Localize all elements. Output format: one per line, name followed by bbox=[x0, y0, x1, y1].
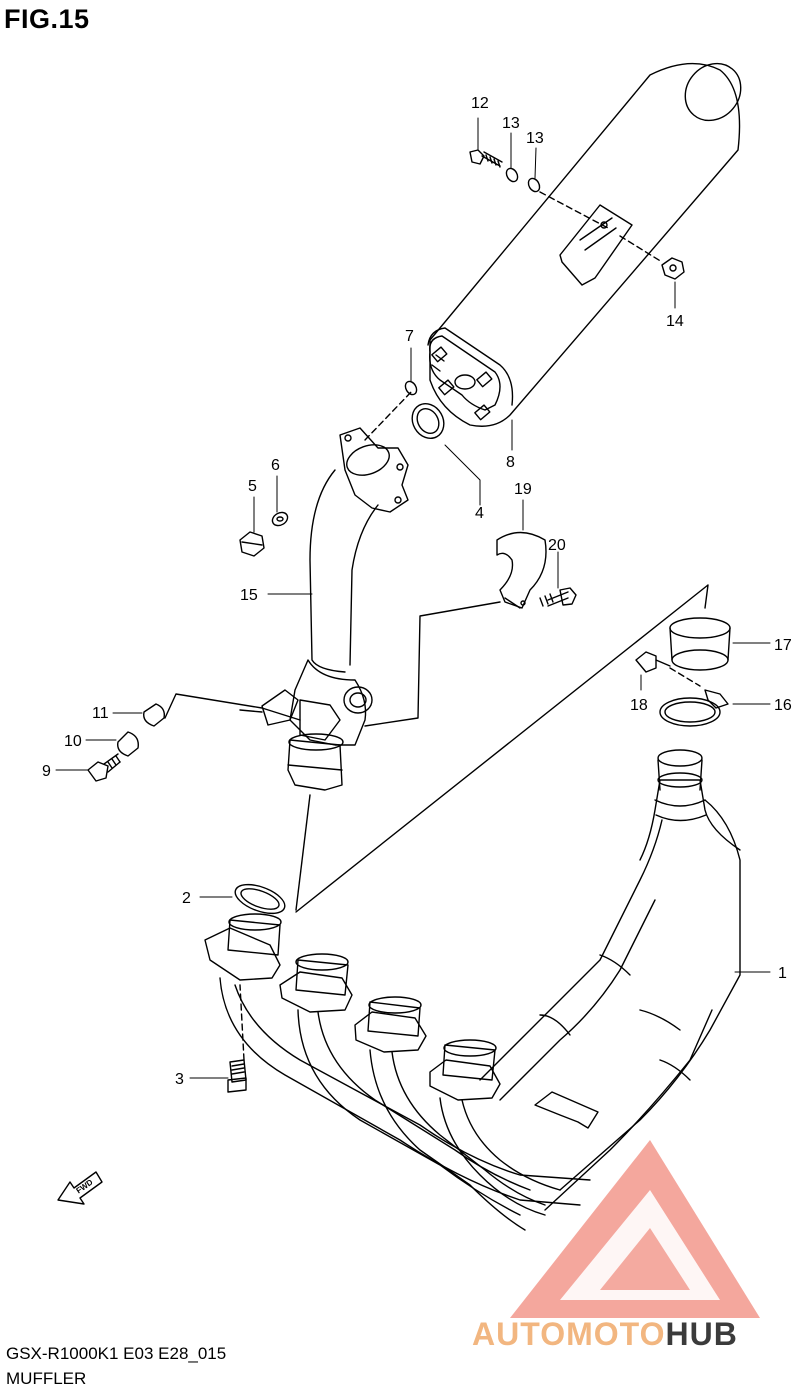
callout-7: 7 bbox=[405, 328, 414, 345]
figure-title: FIG.15 bbox=[4, 4, 90, 34]
washer-13a bbox=[505, 167, 519, 183]
heat-guard-19 bbox=[496, 531, 547, 609]
watermark-text: AUTOMOTOHUB bbox=[472, 1316, 738, 1353]
muffler-body bbox=[427, 62, 742, 427]
washer-13b bbox=[527, 177, 541, 193]
gasket-2 bbox=[234, 883, 286, 915]
bolt-9 bbox=[87, 753, 121, 782]
connecting-pipe bbox=[261, 427, 409, 791]
bolt-20 bbox=[539, 587, 577, 607]
washer-7 bbox=[404, 380, 418, 396]
gasket-4 bbox=[411, 403, 445, 439]
callout-18: 18 bbox=[630, 697, 648, 714]
washer-6 bbox=[271, 511, 289, 527]
callout-20: 20 bbox=[548, 537, 566, 554]
bolt-3 bbox=[227, 984, 247, 1093]
callout-5: 5 bbox=[248, 478, 257, 495]
callout-1: 1 bbox=[778, 965, 787, 982]
clamp-16 bbox=[659, 689, 729, 727]
sleeve-17 bbox=[669, 617, 731, 671]
fwd-arrow-icon bbox=[57, 1171, 103, 1205]
bush-11 bbox=[143, 703, 166, 727]
callout-10: 10 bbox=[64, 733, 82, 750]
nut-5 bbox=[239, 531, 265, 557]
spacer-10 bbox=[117, 731, 139, 757]
part-group-name: MUFFLER bbox=[6, 1369, 87, 1388]
automotohub-logo bbox=[510, 1140, 760, 1318]
callout-19: 19 bbox=[514, 481, 532, 498]
callout-12: 12 bbox=[471, 95, 489, 112]
model-code: GSX-R1000K1 E03 E28_015 bbox=[6, 1344, 227, 1363]
callout-16: 16 bbox=[774, 697, 792, 714]
callout-15: 15 bbox=[240, 587, 258, 604]
callout-2: 2 bbox=[182, 890, 191, 907]
watermark-text-part2: HUB bbox=[665, 1316, 738, 1352]
callout-3: 3 bbox=[175, 1071, 184, 1088]
callout-13b: 13 bbox=[526, 130, 544, 147]
bolt-12 bbox=[469, 149, 503, 168]
leader-lines bbox=[55, 117, 771, 1079]
callout-8: 8 bbox=[506, 454, 515, 471]
callout-13a: 13 bbox=[502, 115, 520, 132]
callout-11: 11 bbox=[92, 705, 109, 722]
bolt-18 bbox=[635, 651, 701, 687]
callout-17: 17 bbox=[774, 637, 792, 654]
nut-14 bbox=[661, 257, 685, 280]
callout-6: 6 bbox=[271, 457, 280, 474]
callout-9: 9 bbox=[42, 763, 51, 780]
watermark-text-part1: AUTOMOTO bbox=[472, 1316, 666, 1352]
callout-4: 4 bbox=[475, 505, 484, 522]
callout-14: 14 bbox=[666, 313, 684, 330]
exhaust-header-1 bbox=[204, 749, 741, 1231]
